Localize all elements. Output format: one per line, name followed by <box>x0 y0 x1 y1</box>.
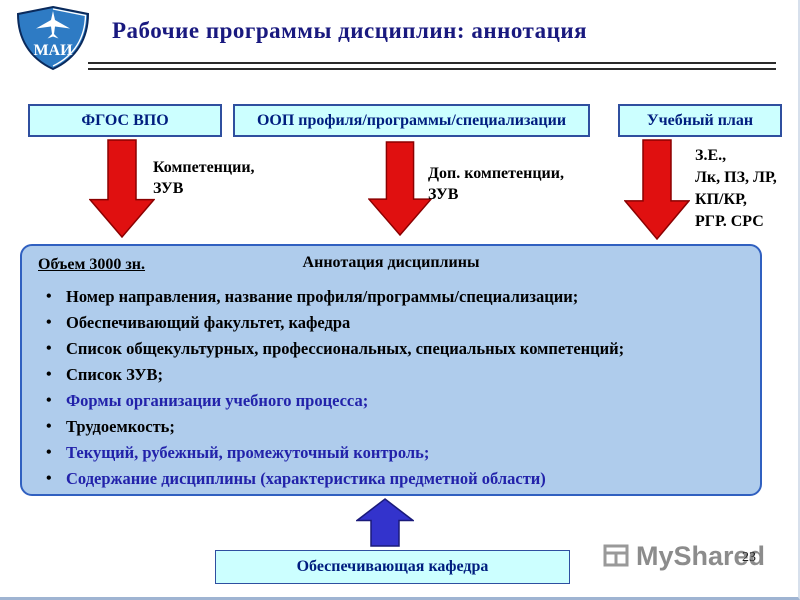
department-box: Обеспечивающая кафедра <box>215 550 570 584</box>
arrow-label-plan-units: З.Е., Лк, ПЗ, ЛР, КП/КР, РГР. СРС <box>695 147 777 230</box>
annotation-item: Текущий, рубежный, промежуточный контрол… <box>36 440 746 466</box>
annotation-panel: Объем 3000 зн. Аннотация дисциплины Номе… <box>20 244 762 496</box>
myshared-text: MyShared <box>636 540 766 571</box>
down-arrow-icon-1 <box>89 139 155 238</box>
annotation-item: Трудоемкость; <box>36 414 746 440</box>
title-divider <box>88 62 776 70</box>
annotation-item: Обеспечивающий факультет, кафедра <box>36 310 746 336</box>
annotation-item: Содержание дисциплины (характеристика пр… <box>36 466 746 492</box>
page-title: Рабочие программы дисциплин: аннотация <box>112 18 588 43</box>
oop-label: ООП профиля/программы/специализации <box>256 111 567 129</box>
logo-text: МАИ <box>33 42 73 59</box>
arrow-label-extra-competencies: Доп. компетенции, ЗУВ <box>428 165 564 203</box>
uchebny-plan-box: Учебный план <box>618 104 782 137</box>
oop-box: ООП профиля/программы/специализации <box>233 104 590 137</box>
volume-label: Объем 3000 зн. <box>38 256 146 273</box>
airplane-icon <box>36 11 70 39</box>
fgos-vpo-label: ФГОС ВПО <box>81 111 169 129</box>
down-arrow-icon-2 <box>368 141 432 236</box>
fgos-vpo-box: ФГОС ВПО <box>28 104 222 137</box>
annotation-item: Формы организации учебного процесса; <box>36 388 746 414</box>
page-number: 23 <box>742 550 756 565</box>
annotation-list: Номер направления, название профиля/прог… <box>36 284 746 492</box>
annotation-item: Список ЗУВ; <box>36 362 746 388</box>
uchebny-plan-label: Учебный план <box>646 111 754 129</box>
up-arrow-icon <box>356 498 414 547</box>
myshared-window-icon <box>603 544 629 567</box>
annotation-heading: Аннотация дисциплины <box>302 254 480 271</box>
mai-logo-icon: МАИ <box>16 5 90 71</box>
department-label: Обеспечивающая кафедра <box>296 558 489 575</box>
annotation-item: Номер направления, название профиля/прог… <box>36 284 746 310</box>
arrow-label-competencies: Компетенции, ЗУВ <box>153 159 255 197</box>
down-arrow-icon-3 <box>624 139 690 240</box>
annotation-item: Список общекультурных, профессиональных,… <box>36 336 746 362</box>
myshared-watermark: MyShared <box>602 535 778 577</box>
